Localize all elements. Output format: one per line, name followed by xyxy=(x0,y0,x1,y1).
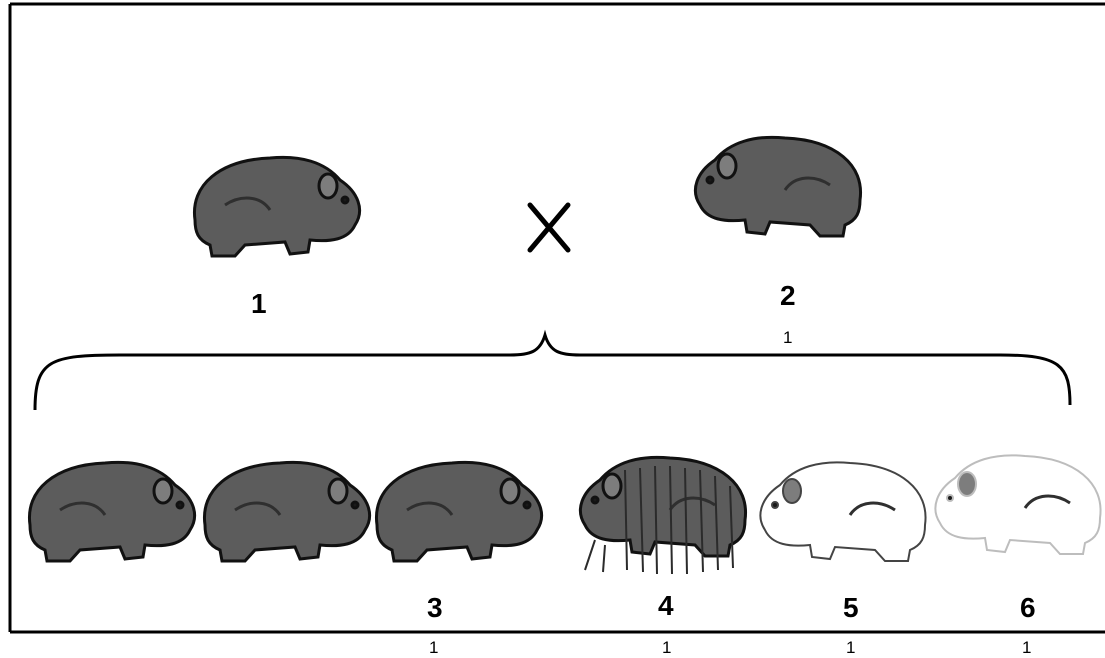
offspring-footnote-6: 1 xyxy=(1022,638,1031,658)
parent-2-footnote: 1 xyxy=(783,328,792,348)
offspring-footnote-5: 1 xyxy=(846,638,855,658)
offspring-label-4: 4 xyxy=(658,590,674,622)
offspring-guinea-pig-3 xyxy=(376,462,541,561)
parent-1-guinea-pig xyxy=(194,157,359,256)
offspring-guinea-pig-4-long-haired xyxy=(580,457,745,574)
offspring-label-5: 5 xyxy=(843,592,859,624)
parent-1-label: 1 xyxy=(251,288,267,320)
parent-2-label: 2 xyxy=(780,280,796,312)
offspring-footnote-3: 1 xyxy=(429,638,438,658)
offspring-guinea-pig-6-white-rough xyxy=(935,455,1100,554)
offspring-brace xyxy=(35,335,1070,410)
offspring-label-6: 6 xyxy=(1020,592,1036,624)
parent-2-guinea-pig xyxy=(695,137,860,236)
offspring-guinea-pig-5-white xyxy=(760,462,925,561)
offspring-label-3: 3 xyxy=(427,592,443,624)
cross-symbol xyxy=(530,205,568,250)
offspring-footnote-4: 1 xyxy=(662,638,671,658)
offspring-guinea-pig-1 xyxy=(29,462,194,561)
offspring-guinea-pig-2 xyxy=(204,462,369,561)
